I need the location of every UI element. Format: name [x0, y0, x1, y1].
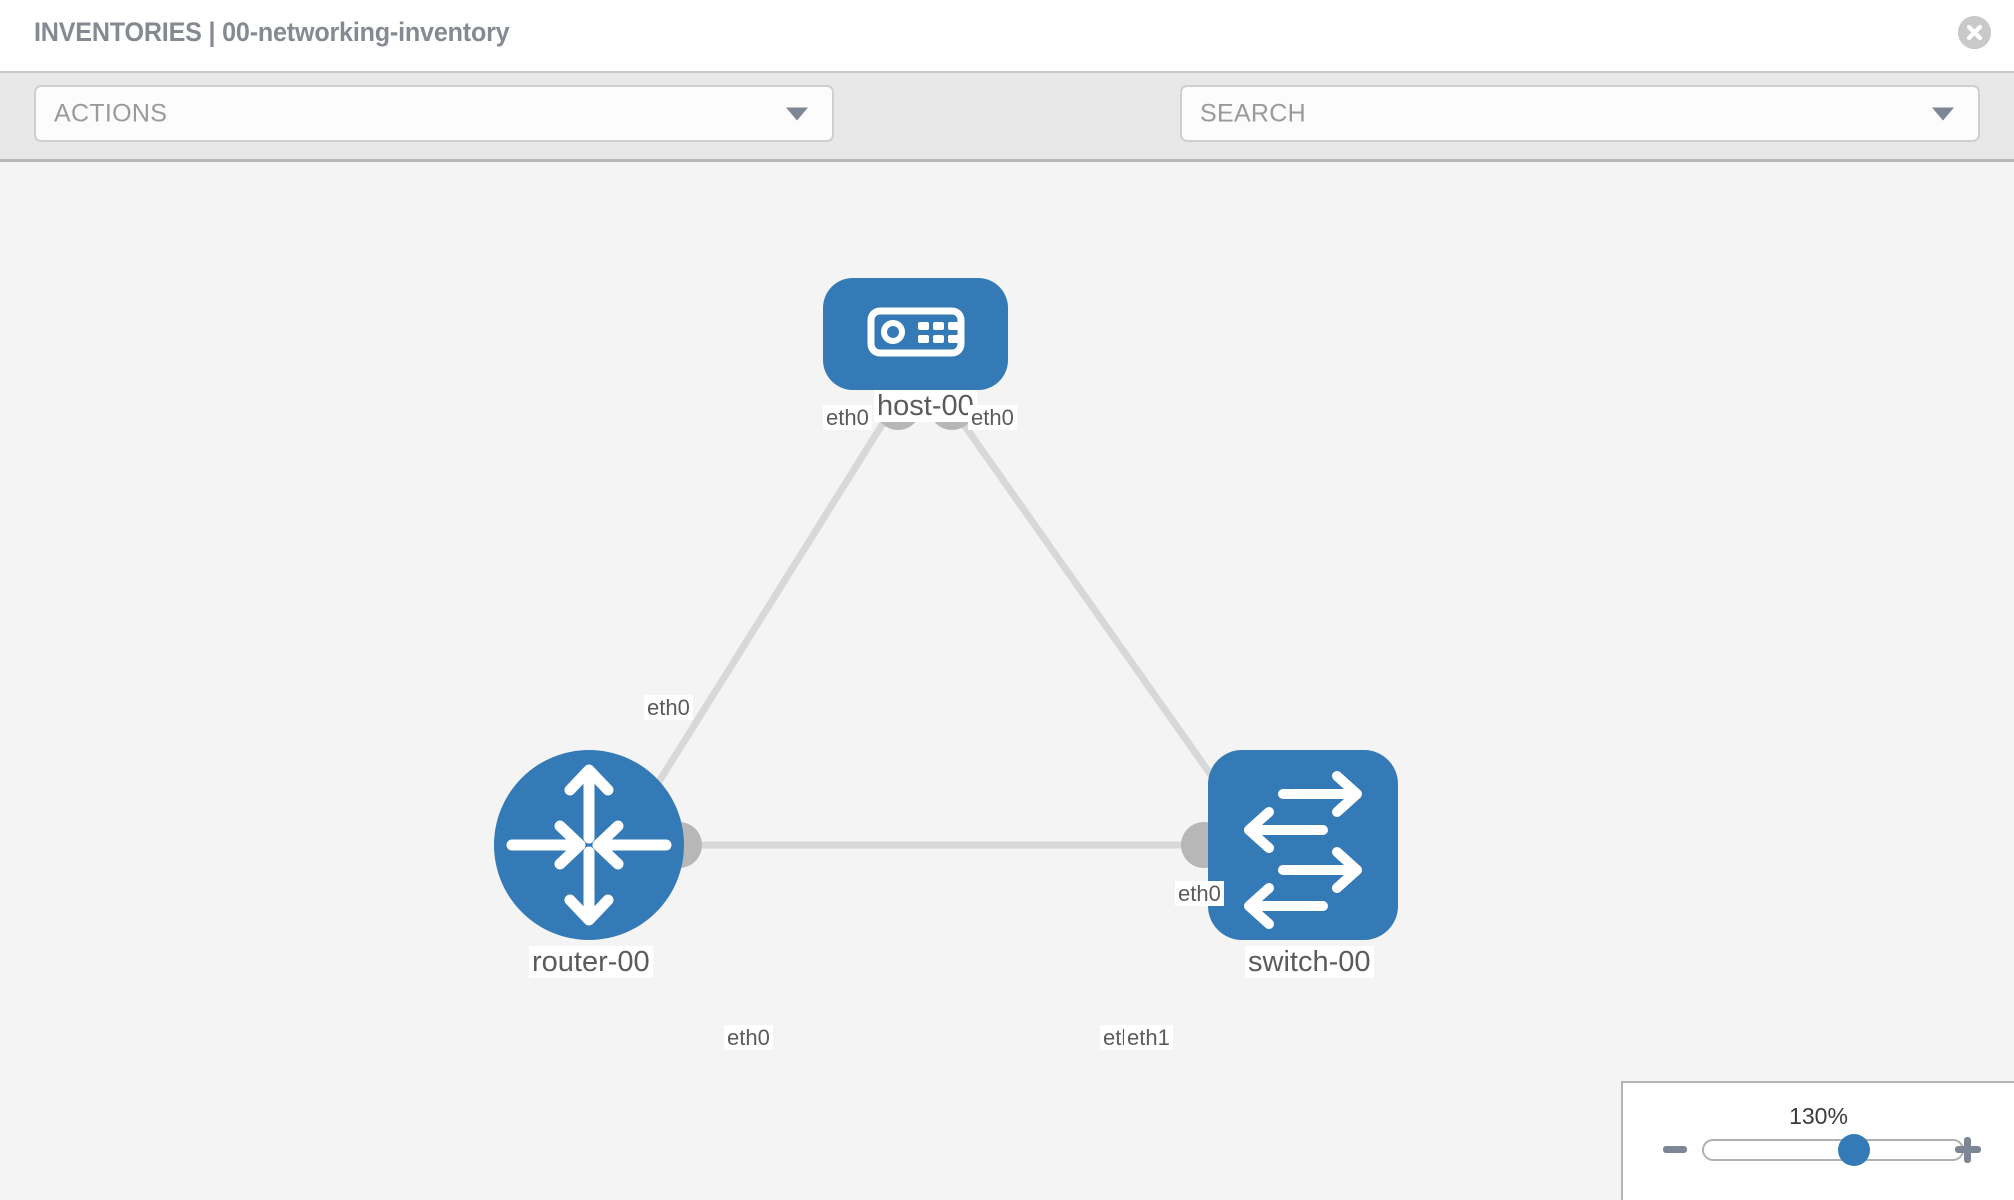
zoom-slider-thumb[interactable]: [1837, 1134, 1870, 1166]
topology-canvas[interactable]: host-00 router-00 switch-00 eth0 eth0 et…: [0, 162, 2014, 1200]
link-label-host-eth0-left: eth0: [823, 405, 872, 431]
link-label-switch-eth1-left: eth1: [1124, 1025, 1173, 1051]
actions-dropdown[interactable]: ACTIONS: [34, 85, 834, 142]
search-input[interactable]: SEARCH: [1180, 85, 1980, 142]
link-label-router-eth0-up: eth0: [644, 695, 693, 721]
zoom-control-panel: 130%: [1621, 1081, 2014, 1200]
search-placeholder: SEARCH: [1200, 99, 1306, 127]
actions-dropdown-value: ACTIONS: [54, 99, 168, 127]
port-connector-layer: [656, 384, 1254, 868]
node-router-00: [494, 750, 684, 940]
window-header: INVENTORIES | 00-networking-inventory: [0, 0, 2014, 71]
link-label-host-eth0-right: eth0: [968, 405, 1017, 431]
zoom-slider-track[interactable]: [1702, 1134, 1964, 1166]
zoom-level-label: 130%: [1789, 1103, 1848, 1129]
toolbar: ACTIONS SEARCH: [0, 71, 2014, 196]
link-layer: [637, 409, 1233, 849]
link-host-switch: [952, 409, 1233, 805]
chevron-down-icon: [1932, 107, 1954, 120]
topology-graph: [494, 278, 1398, 940]
node-label-switch-00: switch-00: [1245, 946, 1374, 979]
zoom-out-button[interactable]: [1663, 1146, 1687, 1153]
zoom-in-button[interactable]: [1955, 1137, 1981, 1163]
link-label-router-eth0-right: eth0: [724, 1025, 773, 1051]
node-switch-00: [1208, 750, 1398, 940]
node-label-router-00: router-00: [529, 946, 653, 979]
link-host-router: [637, 410, 893, 814]
close-icon[interactable]: [1958, 16, 1991, 49]
node-label-host-00: host-00: [874, 390, 977, 423]
node-host-00: [823, 278, 1008, 390]
link-label-switch-eth0-up: eth0: [1175, 881, 1224, 907]
chevron-down-icon: [786, 107, 808, 120]
page-title: INVENTORIES | 00-networking-inventory: [34, 17, 510, 47]
